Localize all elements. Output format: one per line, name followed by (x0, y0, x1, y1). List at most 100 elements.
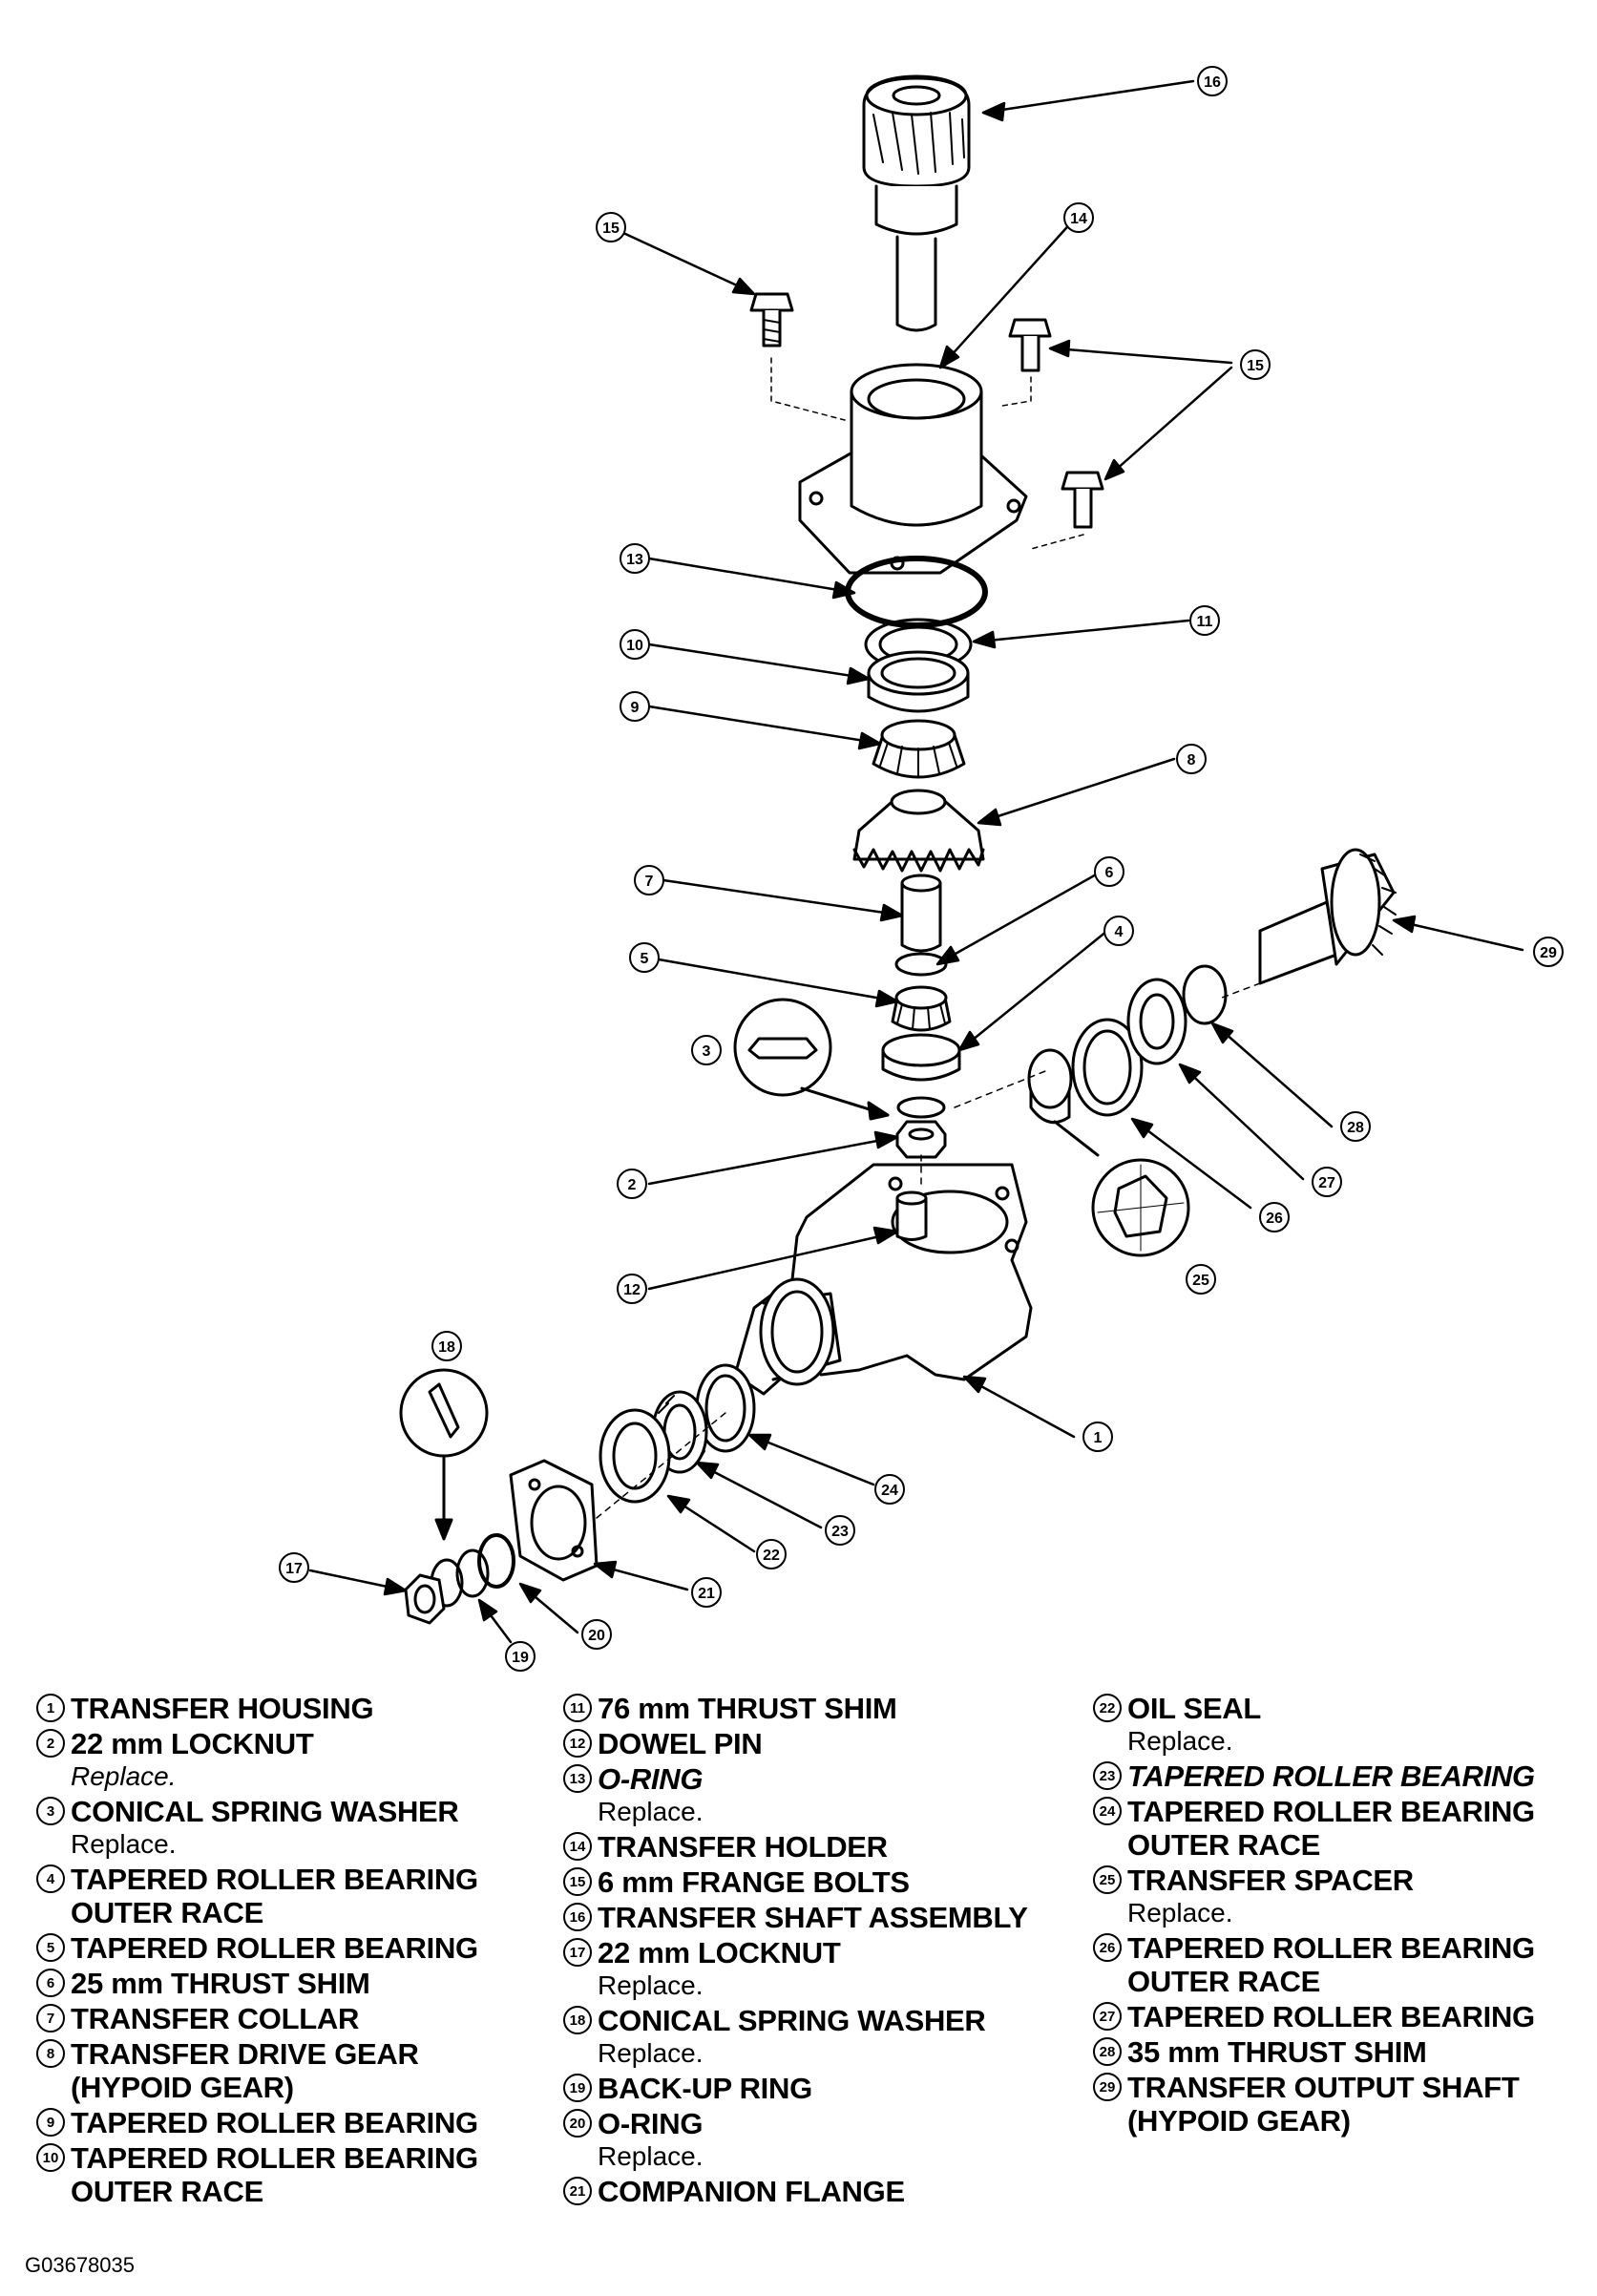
callout-number: 6 (1105, 865, 1114, 881)
legend-title: TAPERED ROLLER BEARING (1127, 2000, 1535, 2033)
callout-number: 27 (1318, 1175, 1335, 1191)
legend-title: BACK-UP RING (598, 2072, 812, 2105)
legend-number: 13 (563, 1764, 592, 1793)
legend-note: Replace. (598, 2038, 704, 2068)
legend-title: TAPERED ROLLER BEARING (1127, 1759, 1535, 1793)
legend-number: 27 (1093, 2002, 1122, 2031)
callout-number: 20 (588, 1628, 605, 1644)
callout-3: 3 (691, 1035, 722, 1065)
callout-20: 20 (581, 1619, 612, 1650)
o-ring-20-part (477, 1533, 515, 1589)
callout-number: 2 (628, 1177, 637, 1193)
callout-26: 26 (1259, 1202, 1290, 1232)
legend-note: Replace. (598, 1970, 704, 2000)
legend-title: 6 mm FRANGE BOLTS (598, 1865, 910, 1899)
callout-number: 22 (763, 1548, 780, 1564)
legend-title: DOWEL PIN (598, 1727, 763, 1760)
callout-number: 1 (1094, 1430, 1103, 1446)
callout-13: 13 (620, 543, 650, 574)
callout-number: 9 (631, 700, 640, 716)
transfer-holder-part (798, 363, 1028, 575)
companion-flange-part (509, 1459, 599, 1582)
legend-number: 26 (1093, 1933, 1122, 1962)
callout-number: 25 (1192, 1273, 1209, 1289)
legend-number: 11 (563, 1694, 592, 1722)
legend-number: 2 (36, 1729, 65, 1758)
legend-number: 7 (36, 2004, 65, 2033)
legend-title: TRANSFER HOLDER (598, 1830, 888, 1864)
legend-number: 10 (36, 2143, 65, 2172)
legend-number: 6 (36, 1969, 65, 1997)
legend-number: 20 (563, 2109, 592, 2138)
legend-title: TAPERED ROLLER BEARING (71, 2106, 478, 2139)
callout-number: 16 (1204, 74, 1221, 91)
legend-title: TRANSFER OUTPUT SHAFT (1127, 2071, 1520, 2104)
callout-number: 23 (831, 1524, 849, 1540)
callout-8: 8 (1176, 744, 1207, 774)
callout-number: 21 (698, 1586, 715, 1602)
legend-note: Replace. (71, 1761, 177, 1791)
locknut-22-part (895, 1120, 947, 1159)
callout-23: 23 (825, 1515, 855, 1546)
back-up-ring-19-part (455, 1548, 490, 1598)
legend-title: CONICAL SPRING WASHER (71, 1795, 459, 1828)
legend-title: CONICAL SPRING WASHER (598, 2004, 986, 2037)
bearing-outer-race-4-part (881, 1033, 961, 1082)
callout-number: 15 (1247, 358, 1264, 374)
callout-19: 19 (505, 1641, 536, 1672)
callout-number: 18 (438, 1339, 455, 1356)
callout-number: 26 (1266, 1211, 1283, 1227)
callout-22: 22 (756, 1539, 787, 1569)
legend-title: COMPANION FLANGE (598, 2175, 905, 2208)
legend-number: 16 (563, 1903, 592, 1931)
thrust-shim-25-part (894, 952, 948, 977)
callout-number: 3 (703, 1043, 711, 1060)
legend-number: 19 (563, 2074, 592, 2102)
flange-bolt-right-top (1008, 318, 1052, 372)
callout-2: 2 (617, 1169, 647, 1199)
legend-title: TRANSFER COLLAR (71, 2002, 360, 2035)
callout-10: 10 (620, 629, 650, 660)
locknut-17-part (404, 1573, 446, 1625)
legend-title: 35 mm THRUST SHIM (1127, 2035, 1427, 2069)
callout-21: 21 (691, 1577, 722, 1608)
callout-number: 28 (1347, 1120, 1364, 1136)
legend-title: TAPERED ROLLER BEARING (71, 1863, 478, 1896)
callout-25: 25 (1186, 1264, 1216, 1295)
transfer-collar-part (900, 874, 942, 953)
legend-title-line2: (HYPOID GEAR) (71, 2071, 294, 2104)
callout-number: 19 (512, 1650, 529, 1666)
legend-number: 23 (1093, 1761, 1122, 1790)
legend-number: 14 (563, 1832, 592, 1861)
transfer-spacer-25-part (1027, 1048, 1073, 1125)
legend-title: TRANSFER SPACER (1127, 1864, 1414, 1897)
diagram-callouts: 1234567891011121314161718192021222324252… (279, 66, 1564, 1672)
legend-number: 29 (1093, 2073, 1122, 2101)
legend-note: Replace. (1127, 1726, 1233, 1756)
legend-title: 25 mm THRUST SHIM (71, 1967, 370, 2000)
legend-title: 22 mm LOCKNUT (598, 1936, 841, 1970)
legend-number: 4 (36, 1864, 65, 1893)
legend-number: 18 (563, 2006, 592, 2034)
legend-title: OIL SEAL (1127, 1692, 1261, 1725)
callout-7: 7 (634, 865, 664, 895)
legend-number: 8 (36, 2039, 65, 2068)
callout-number: 14 (1070, 211, 1087, 227)
legend-title-line2: OUTER RACE (1127, 1828, 1320, 1862)
callout-6: 6 (1094, 856, 1124, 887)
legend-note: Replace. (598, 2141, 704, 2171)
tapered-roller-bearing-9-part (872, 719, 966, 779)
legend-number: 24 (1093, 1797, 1122, 1825)
callout-27: 27 (1312, 1167, 1342, 1197)
legend-number: 3 (36, 1797, 65, 1825)
